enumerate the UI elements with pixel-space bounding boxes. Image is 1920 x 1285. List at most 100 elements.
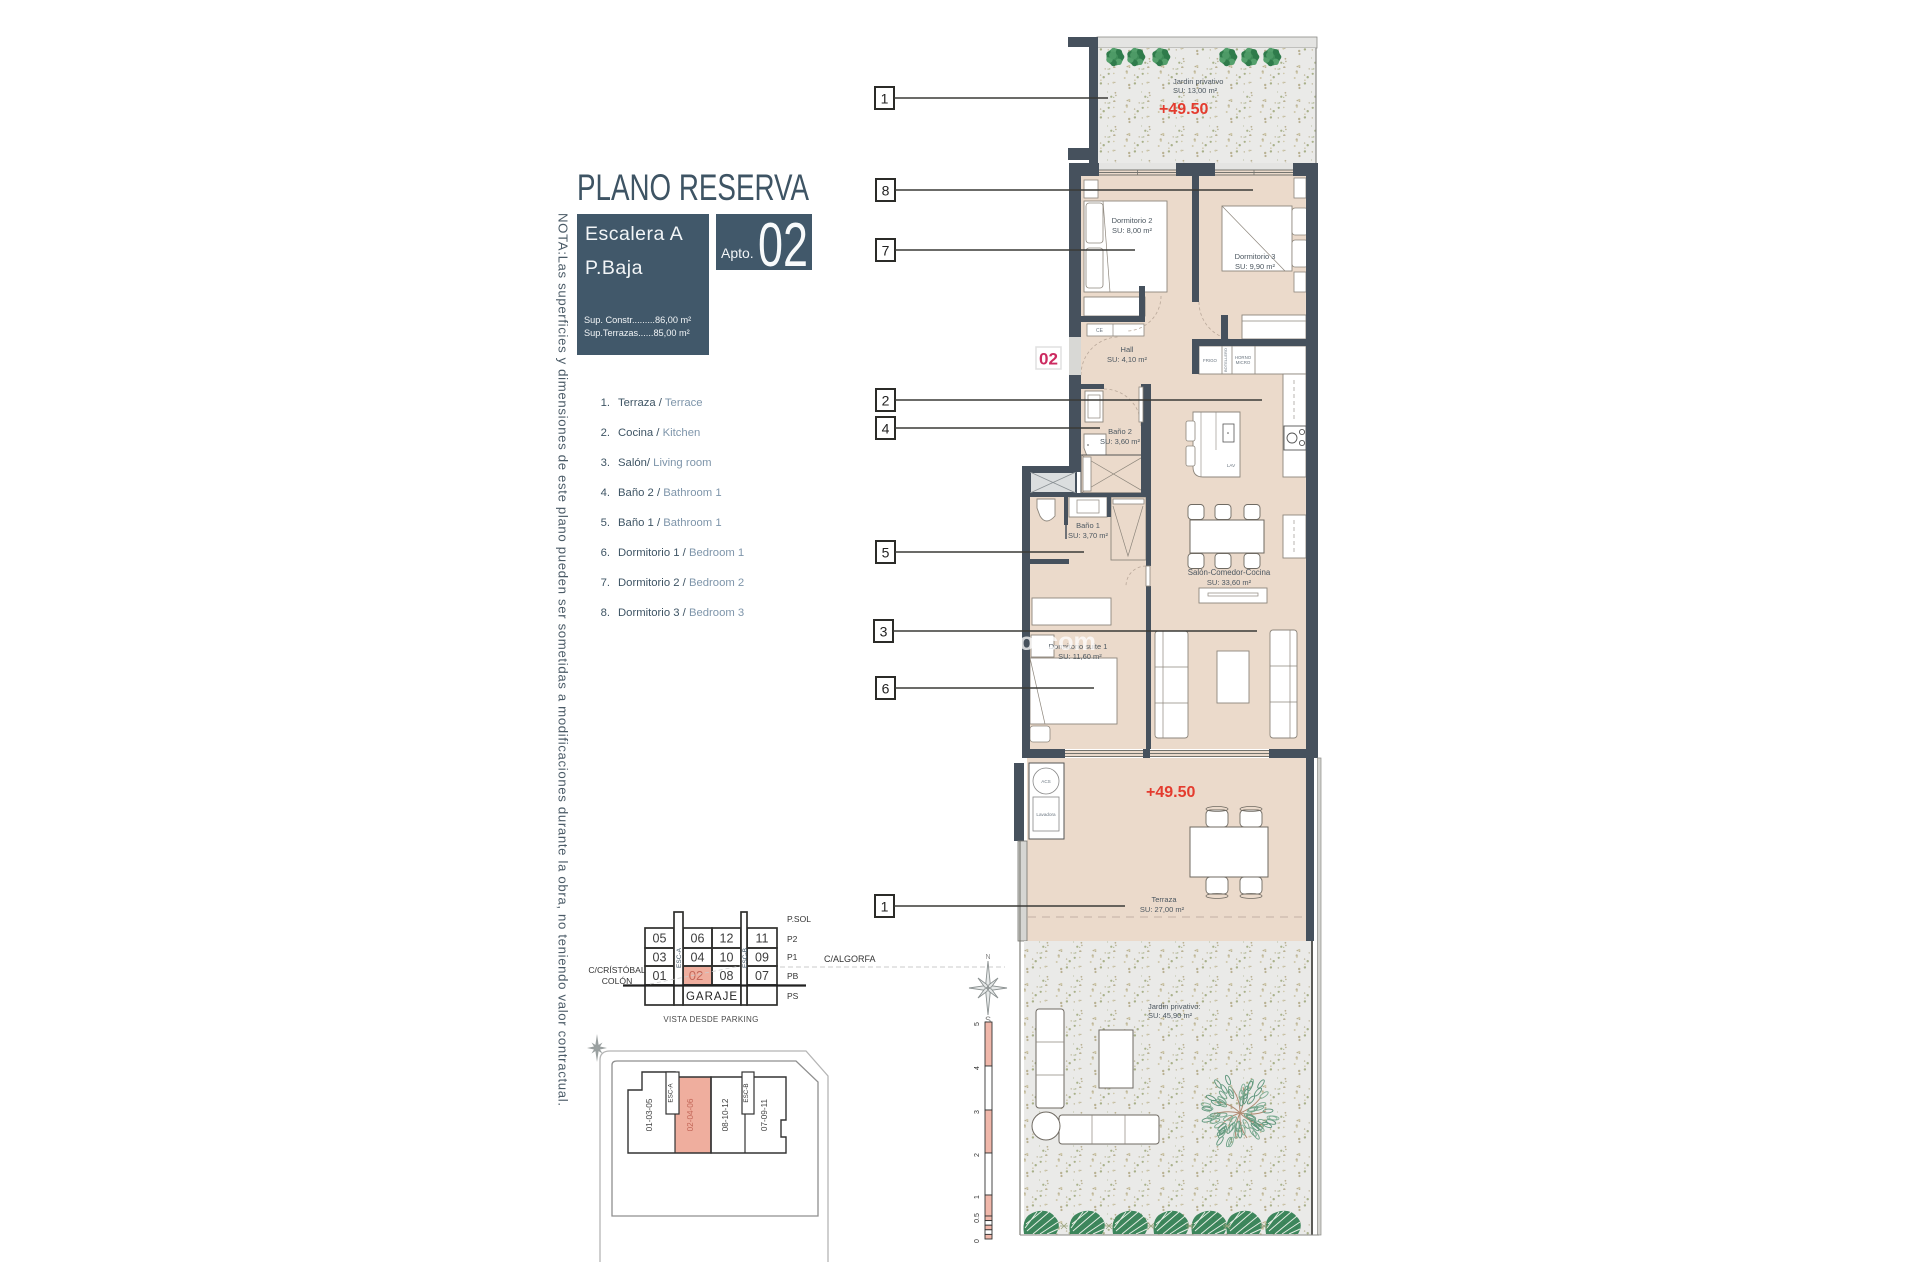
svg-text:Salón-Comedor-Cocina: Salón-Comedor-Cocina (1188, 568, 1271, 577)
svg-text:ACS: ACS (1041, 779, 1050, 784)
svg-text:Jardin privativo: Jardin privativo (1173, 77, 1223, 86)
svg-text:4.: 4. (601, 487, 610, 499)
svg-text:SU: 3,70 m²: SU: 3,70 m² (1068, 531, 1109, 540)
svg-text:o: o (1019, 628, 1034, 656)
svg-text:12: 12 (720, 932, 734, 946)
svg-text:Jardin privativo:: Jardin privativo: (1148, 1002, 1201, 1011)
svg-text:SU: 4,10 m²: SU: 4,10 m² (1107, 355, 1148, 364)
svg-text:08-10-12: 08-10-12 (721, 1098, 730, 1131)
svg-text:6.: 6. (601, 547, 610, 559)
svg-text:1: 1 (881, 899, 889, 915)
svg-text:C/ALGORFA: C/ALGORFA (824, 954, 876, 964)
svg-text:Dormitorio 1 / Bedroom 1: Dormitorio 1 / Bedroom 1 (618, 547, 744, 559)
svg-text:03: 03 (653, 951, 667, 965)
svg-text:3: 3 (974, 1110, 981, 1114)
svg-text:09: 09 (755, 951, 769, 965)
svg-text:2: 2 (882, 393, 890, 409)
svg-text:SU: 9,90 m²: SU: 9,90 m² (1235, 262, 1276, 271)
svg-text:Dormitorio 3 / Bedroom 3: Dormitorio 3 / Bedroom 3 (618, 607, 744, 619)
svg-text:07-09-11: 07-09-11 (760, 1098, 769, 1131)
svg-text:FRIGO: FRIGO (1203, 358, 1217, 363)
svg-text:6: 6 (882, 681, 890, 697)
svg-text:Escalera A: Escalera A (585, 223, 683, 245)
svg-text:11: 11 (756, 932, 769, 946)
svg-text:SU: 33,60 m²: SU: 33,60 m² (1207, 578, 1252, 587)
svg-text:ESC-A: ESC-A (668, 1083, 675, 1103)
svg-text:N: N (985, 954, 990, 961)
svg-text:MICRO: MICRO (1236, 360, 1251, 365)
svg-text:02: 02 (689, 968, 703, 983)
svg-text:Dormitorio suite 1: Dormitorio suite 1 (1049, 642, 1108, 651)
svg-text:Terraza / Terrace: Terraza / Terrace (618, 397, 703, 409)
svg-text:10: 10 (720, 951, 734, 965)
svg-text:NOTA:Las superficies y dimensi: NOTA:Las superficies y dimensiones de es… (556, 213, 571, 1106)
svg-text:Dormitorio 3: Dormitorio 3 (1235, 252, 1276, 261)
svg-text:SU: 8,00 m²: SU: 8,00 m² (1112, 226, 1153, 235)
svg-text:7.: 7. (601, 577, 610, 589)
svg-text:Baño 1 / Bathroom 1: Baño 1 / Bathroom 1 (618, 517, 722, 529)
svg-text:LAV: LAV (1227, 463, 1236, 468)
svg-text:SU: 45,90 m²: SU: 45,90 m² (1148, 1011, 1193, 1020)
svg-text:04: 04 (691, 951, 705, 965)
svg-text:2.: 2. (601, 427, 610, 439)
svg-text:PLANO RESERVA: PLANO RESERVA (577, 167, 809, 208)
svg-text:Cocina / Kitchen: Cocina / Kitchen (618, 427, 700, 439)
svg-text:P2: P2 (787, 934, 798, 944)
svg-text:Dormitorio 2: Dormitorio 2 (1112, 216, 1153, 225)
svg-text:07: 07 (755, 969, 769, 983)
svg-text:ESC-B: ESC-B (742, 948, 749, 968)
svg-text:0.5: 0.5 (974, 1213, 981, 1223)
svg-text:02: 02 (1039, 350, 1058, 369)
svg-text:Terraza: Terraza (1151, 895, 1177, 904)
svg-text:CE: CE (1096, 328, 1104, 334)
svg-text:Baño 2 / Bathroom 1: Baño 2 / Bathroom 1 (618, 487, 722, 499)
svg-text:P.Baja: P.Baja (585, 257, 643, 279)
svg-text:Lavadora: Lavadora (1036, 812, 1056, 817)
svg-text:SU: 3,60 m²: SU: 3,60 m² (1100, 437, 1141, 446)
svg-text:3: 3 (880, 624, 888, 640)
svg-text:08: 08 (720, 969, 734, 983)
svg-text:COLÓN: COLÓN (602, 976, 633, 986)
svg-text:06: 06 (691, 932, 705, 946)
svg-text:Hall: Hall (1121, 345, 1134, 354)
svg-text:02-04-06: 02-04-06 (686, 1098, 695, 1131)
svg-text:ESC-A: ESC-A (676, 947, 683, 968)
svg-text:Sup. Constr.........86,00 m²: Sup. Constr.........86,00 m² (584, 315, 691, 325)
svg-text:0: 0 (974, 1239, 981, 1243)
svg-text:02: 02 (758, 211, 808, 280)
svg-text:8: 8 (882, 183, 890, 199)
svg-text:4: 4 (974, 1066, 981, 1070)
svg-text:P1: P1 (787, 952, 798, 962)
svg-text:ESC-B: ESC-B (743, 1083, 750, 1102)
svg-text:SU: 27,00 m²: SU: 27,00 m² (1140, 905, 1185, 914)
svg-text:com: com (1044, 628, 1096, 656)
svg-text:01-03-05: 01-03-05 (645, 1098, 654, 1131)
svg-text:PS: PS (787, 991, 799, 1001)
svg-text:1.: 1. (601, 397, 610, 409)
svg-text:Apto.: Apto. (721, 245, 754, 261)
svg-text:GARAJE: GARAJE (686, 991, 738, 1003)
svg-text:4: 4 (882, 421, 890, 437)
svg-text:3.: 3. (601, 457, 610, 469)
svg-text:HORNO: HORNO (1235, 355, 1252, 360)
svg-text:Dormitorio 2 / Bedroom 2: Dormitorio 2 / Bedroom 2 (618, 577, 744, 589)
svg-text:5.: 5. (601, 517, 610, 529)
svg-text:+49.50: +49.50 (1146, 784, 1195, 801)
svg-text:BOTELLERO: BOTELLERO (1223, 348, 1228, 372)
svg-text:01: 01 (653, 969, 667, 983)
svg-text:Sup.Terrazas......85,00 m²: Sup.Terrazas......85,00 m² (584, 328, 690, 338)
svg-text:1: 1 (974, 1195, 981, 1199)
svg-text:SU: 11,60 m²: SU: 11,60 m² (1058, 652, 1102, 661)
svg-text:C/CRÍSTÓBAL: C/CRÍSTÓBAL (588, 965, 646, 975)
svg-text:Salón/ Living room: Salón/ Living room (618, 457, 712, 469)
svg-text:5: 5 (882, 545, 890, 561)
svg-text:7: 7 (882, 243, 890, 259)
svg-text:P.SOL: P.SOL (787, 914, 811, 924)
svg-text:1: 1 (881, 91, 889, 107)
svg-text:Baño 2: Baño 2 (1108, 427, 1132, 436)
svg-text:SU: 13,00 m²: SU: 13,00 m² (1173, 86, 1218, 95)
svg-text:Baño 1: Baño 1 (1076, 521, 1100, 530)
svg-text:+49.50: +49.50 (1159, 101, 1208, 118)
svg-text:2: 2 (974, 1153, 981, 1157)
svg-text:VISTA DESDE PARKING: VISTA DESDE PARKING (663, 1015, 758, 1024)
